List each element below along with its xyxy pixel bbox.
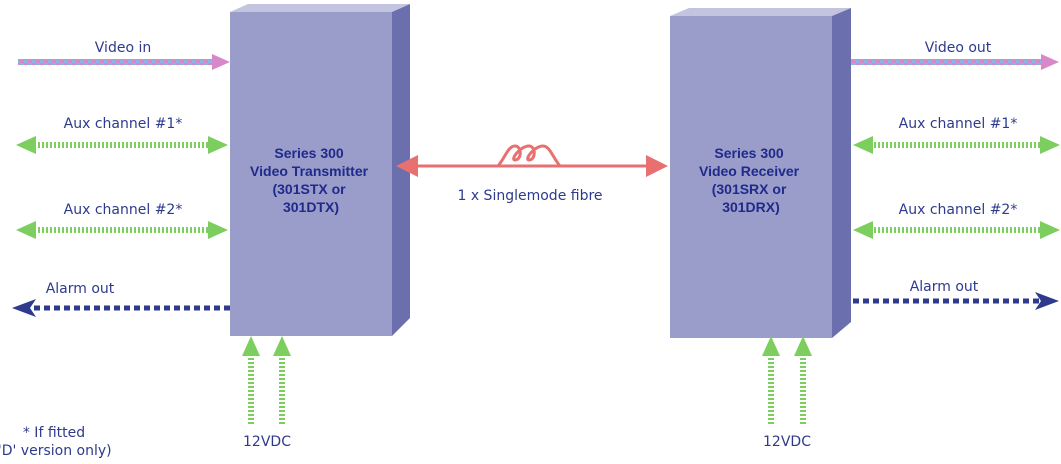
tx-alarm-label: Alarm out	[46, 281, 115, 297]
tx-power-label: 12VDC	[243, 434, 291, 450]
transmitter-front-face	[230, 12, 392, 336]
transmitter-title-line3: (301STX or	[272, 181, 346, 197]
receiver-title-line2: Video Receiver	[699, 163, 800, 179]
tx-aux1-signal: Aux channel #1*	[16, 116, 228, 154]
rx-alarm-label: Alarm out	[910, 279, 979, 295]
rx-aux1-arrow-right	[1040, 136, 1060, 154]
transmitter-side-face	[392, 4, 410, 336]
video-out-line	[851, 59, 1043, 65]
rx-power-arrow-2	[794, 336, 812, 356]
svg-text:Series 300 Video Receive: Series 300 Video Receiver (301SRX or 301…	[699, 145, 803, 215]
rx-aux2-arrow-left	[853, 221, 873, 239]
rx-power-signal: 12VDC	[762, 336, 812, 450]
tx-aux2-arrow-left	[16, 221, 36, 239]
rx-power-arrow-1	[762, 336, 780, 356]
tx-aux2-label: Aux channel #2*	[64, 202, 183, 218]
video-out-signal: Video out	[851, 40, 1059, 70]
tx-power-arrow-1	[242, 336, 260, 356]
tx-power-arrow-2	[273, 336, 291, 356]
fibre-arrow-left	[396, 155, 418, 177]
rx-aux2-signal: Aux channel #2*	[853, 202, 1060, 239]
footnote-line1: * If fitted	[23, 425, 85, 441]
fibre-coil-icon	[496, 144, 562, 167]
tx-aux1-arrow-right	[208, 136, 228, 154]
receiver-unit: Series 300 Video Receiver (301SRX or 301…	[670, 8, 851, 338]
fibre-link: 1 x Singlemode fibre	[396, 144, 668, 204]
video-in-label: Video in	[95, 40, 151, 56]
video-in-arrowhead	[212, 54, 230, 70]
tx-aux1-arrow-left	[16, 136, 36, 154]
rx-aux1-arrow-left	[853, 136, 873, 154]
footnote-line2: ('D' version only)	[0, 443, 112, 459]
fibre-arrow-right	[646, 155, 668, 177]
tx-alarm-signal: Alarm out	[12, 281, 230, 317]
rx-aux1-signal: Aux channel #1*	[853, 116, 1060, 154]
video-in-line	[18, 59, 214, 65]
transmitter-title-line4: 301DTX)	[283, 199, 339, 215]
receiver-top-face	[670, 8, 851, 16]
tx-alarm-arrowhead	[12, 299, 36, 317]
transmitter-title-line2: Video Transmitter	[250, 163, 369, 179]
tx-aux1-label: Aux channel #1*	[64, 116, 183, 132]
receiver-title-line1: Series 300	[714, 145, 783, 161]
transmitter-title-line1: Series 300	[274, 145, 343, 161]
tx-aux2-arrow-right	[208, 221, 228, 239]
rx-aux1-label: Aux channel #1*	[899, 116, 1018, 132]
transmitter-top-face	[230, 4, 410, 12]
tx-power-signal: 12VDC	[242, 336, 291, 450]
rx-alarm-signal: Alarm out	[853, 279, 1059, 310]
rx-aux2-label: Aux channel #2*	[899, 202, 1018, 218]
rx-alarm-arrowhead	[1035, 292, 1059, 310]
receiver-title-line3: (301SRX or	[712, 181, 787, 197]
rx-power-label: 12VDC	[763, 434, 811, 450]
video-out-label: Video out	[925, 40, 992, 56]
video-out-arrowhead	[1041, 54, 1059, 70]
svg-text:Series 300 Video Transmi: Series 300 Video Transmitter (301STX or …	[250, 145, 372, 215]
receiver-front-face	[670, 16, 832, 338]
transmitter-unit: Series 300 Video Transmitter (301STX or …	[230, 4, 410, 336]
tx-aux2-signal: Aux channel #2*	[16, 202, 228, 239]
receiver-side-face	[832, 8, 851, 338]
video-in-signal: Video in	[18, 40, 230, 70]
receiver-title-line4: 301DRX)	[722, 199, 780, 215]
rx-aux2-arrow-right	[1040, 221, 1060, 239]
fibre-label: 1 x Singlemode fibre	[457, 188, 602, 204]
footnote: * If fitted ('D' version only)	[0, 425, 112, 459]
